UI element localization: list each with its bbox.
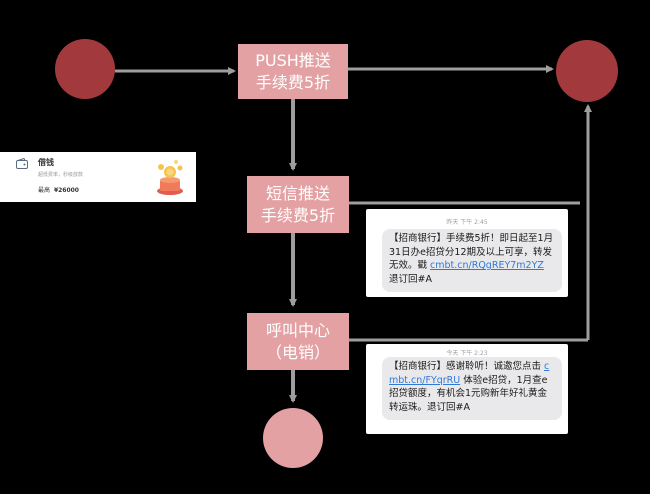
sms-1-link[interactable]: cmbt.cn/RQgREY7m2YZ <box>430 260 544 271</box>
loan-amount: 最高 ¥26000 <box>38 185 79 194</box>
start-node <box>55 39 115 99</box>
sms-2-text: 【招商银行】感谢聆听！诚邀您点击 <box>389 361 545 372</box>
sms-step-box: 短信推送 手续费5折 <box>247 176 349 233</box>
sms-1-text: 【招商银行】手续费5折！即日起至1月31日办e招贷分12期及以上可享，转发无效。… <box>389 233 554 271</box>
sms-1-timestamp: 昨天 下午 2:45 <box>446 219 488 226</box>
sms-step-line1: 短信推送 <box>265 183 330 203</box>
loan-amount-value: ¥26000 <box>53 187 79 194</box>
sms-message-card-2: 今天 下午 2:23 【招商银行】感谢聆听！诚邀您点击 cmbt.cn/FYqr… <box>366 344 568 434</box>
end-node-bottom <box>263 408 323 468</box>
call-step-line2: （电销） <box>265 342 330 362</box>
push-step-line1: PUSH推送 <box>255 50 331 70</box>
loan-app-card: 借钱 超低费率，秒级放款 最高 ¥26000 <box>0 152 196 202</box>
push-step-box: PUSH推送 手续费5折 <box>238 44 348 99</box>
call-step-box: 呼叫中心 （电销） <box>247 313 349 370</box>
sms-2-link[interactable]: cmbt.cn/FYqrRU <box>389 361 550 386</box>
loan-subtitle: 超低费率，秒级放款 <box>38 172 84 178</box>
loan-title: 借钱 <box>38 158 54 167</box>
call-step-line1: 呼叫中心 <box>265 320 330 340</box>
sms-2-bubble: 【招商银行】感谢聆听！诚邀您点击 cmbt.cn/FYqrRU 体验e招贷，1月… <box>382 357 562 420</box>
sms-message-card-1: 昨天 下午 2:45 【招商银行】手续费5折！即日起至1月31日办e招贷分12期… <box>366 209 568 297</box>
push-step-line2: 手续费5折 <box>255 72 331 92</box>
sms-2-text-tail: 体验e招贷，1月查e招贷额度，有机会1元购新年好礼黄金转运珠。退订回#A <box>389 374 548 413</box>
wallet-icon <box>16 158 28 169</box>
sms-1-bubble: 【招商银行】手续费5折！即日起至1月31日办e招贷分12期及以上可享，转发无效。… <box>382 229 562 292</box>
end-node-right <box>556 40 618 102</box>
coin-gift-illustration <box>157 160 183 195</box>
sms-1-text-tail: 退订回#A <box>389 273 432 285</box>
sms-2-timestamp: 今天 下午 2:23 <box>446 350 488 357</box>
sms-step-line2: 手续费5折 <box>260 205 336 225</box>
loan-amount-label: 最高 <box>38 187 51 194</box>
